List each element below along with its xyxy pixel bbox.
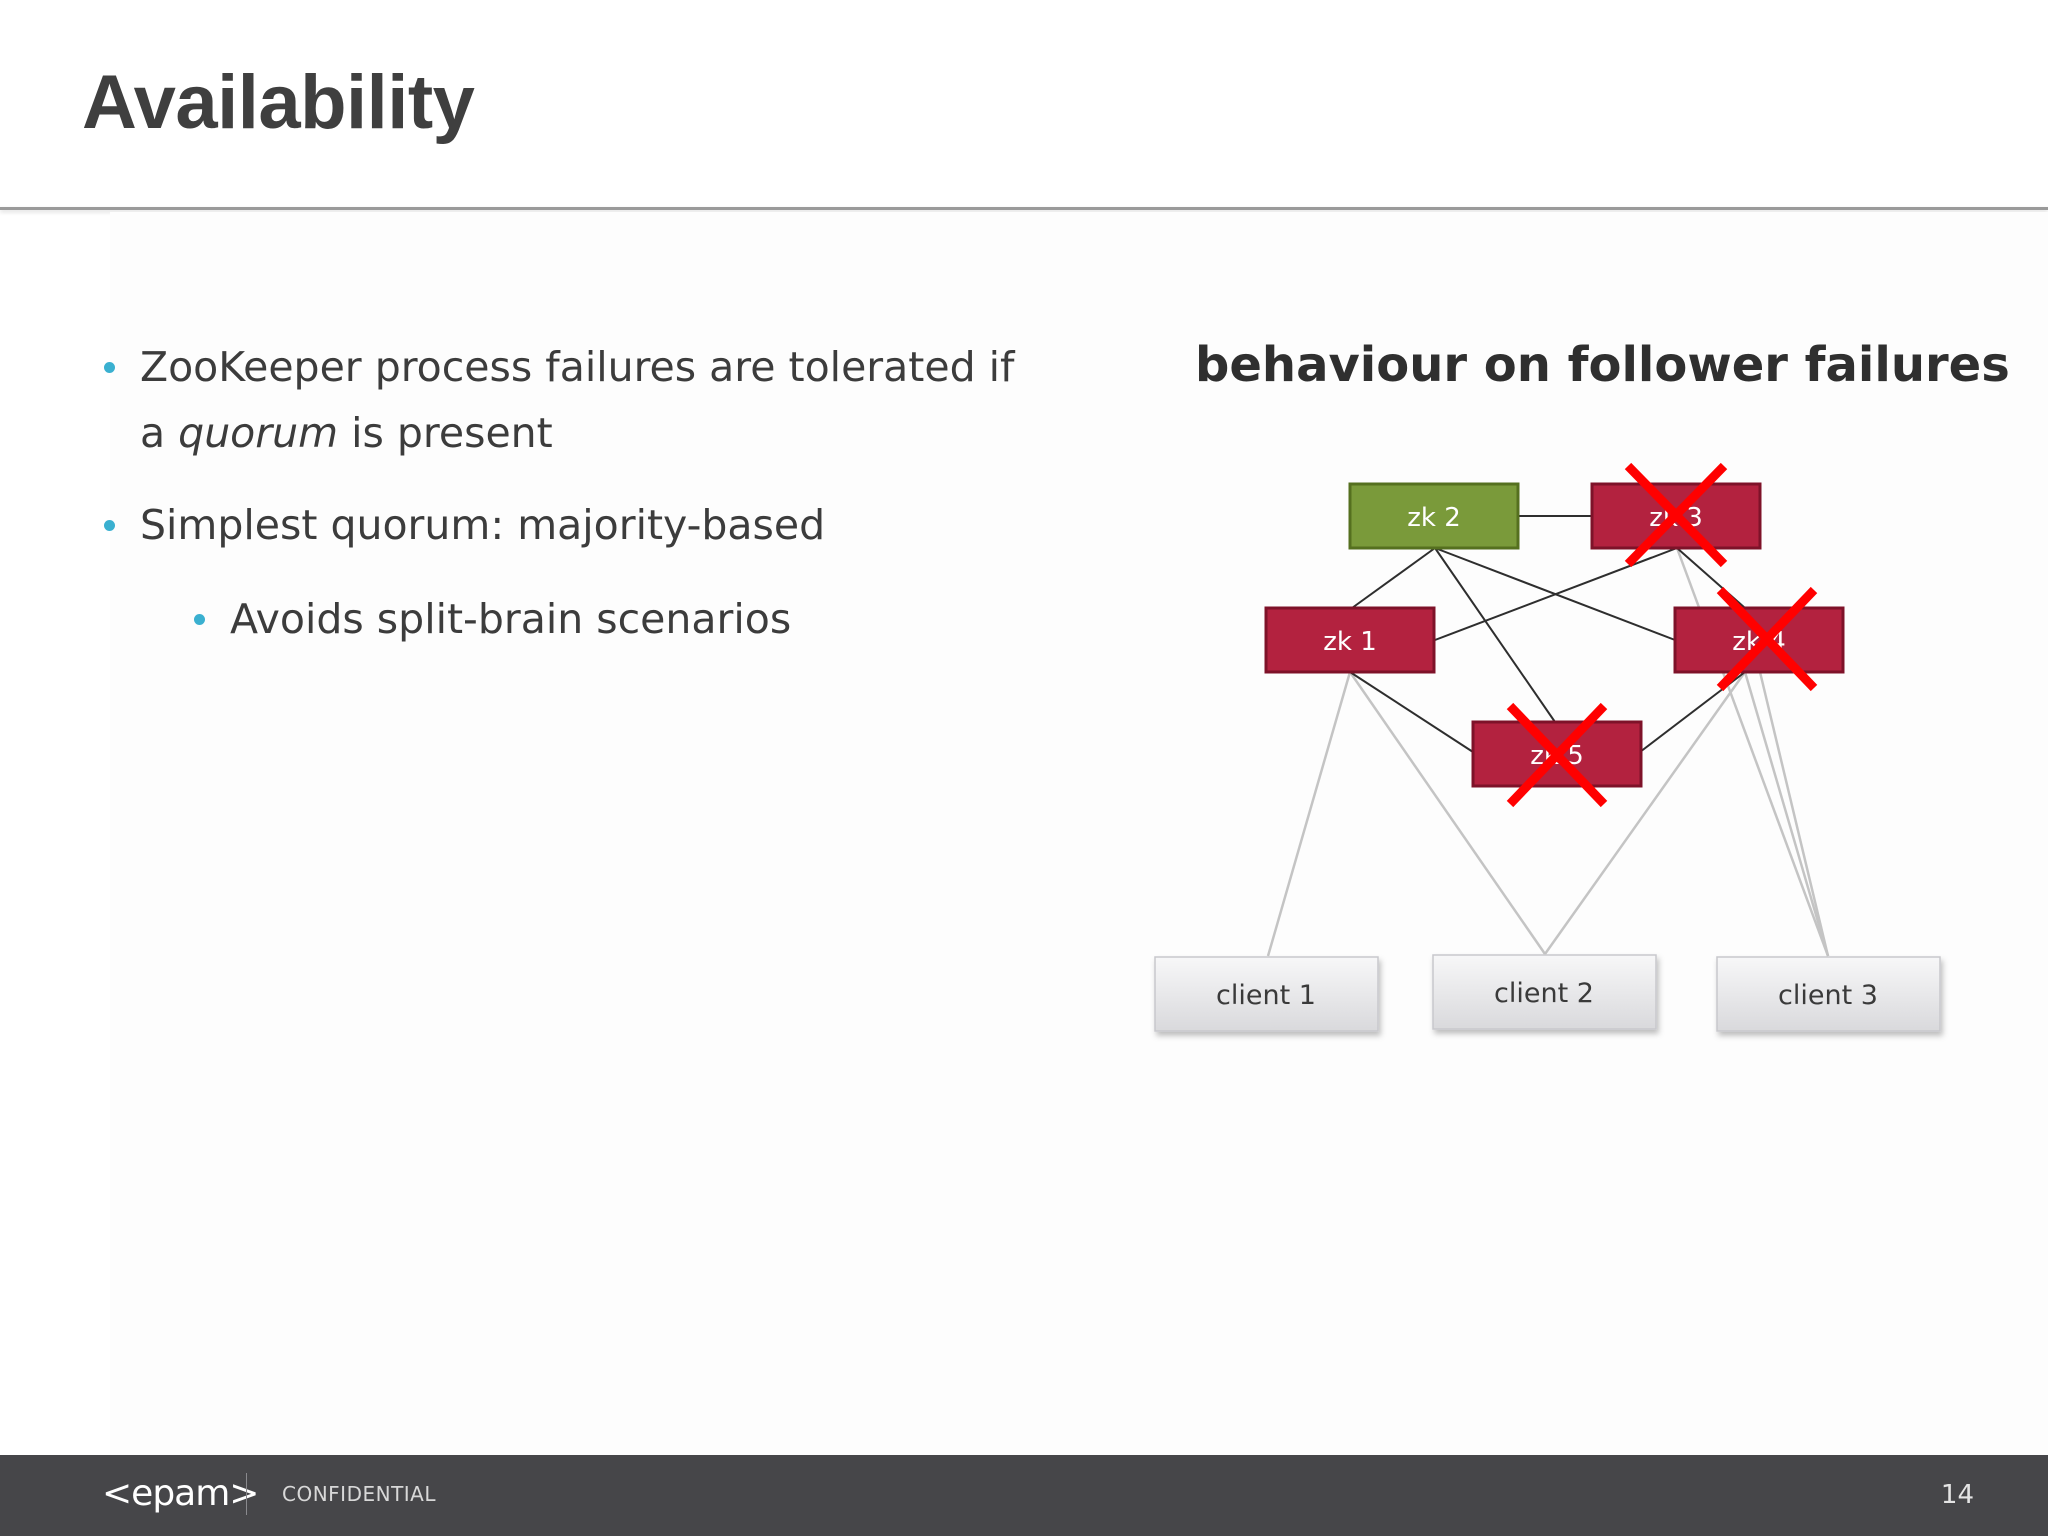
failure-marks [1506,462,1818,808]
header-divider [0,207,2048,210]
edge-zk4-client3 [1743,671,1830,957]
page-number: 14 [1940,1480,1974,1510]
bullet-text-prefix: a [140,409,179,457]
client-2-box [1432,954,1657,1030]
client-3-box [1716,956,1941,1032]
edge-zk1-zk5 [1349,671,1474,753]
bullet-text: Simplest quorum: majority-based [140,501,826,549]
node-zk4: zk 4 [1673,606,1845,674]
client-label: client 1 [1216,980,1316,1011]
edge-zk2-zk5 [1434,547,1556,723]
slide-header: Availability [0,0,2048,208]
edge-zk2-zk1 [1351,547,1436,609]
diagram-title: behaviour on follower failures [1195,337,2010,393]
edge-zk3-zk1 [1434,547,1678,641]
node-zk2-box [1348,482,1520,550]
slide-title: Availability [82,60,475,145]
bullet-item-2: Simplest quorum: majority-based [104,492,826,558]
bullet-dot-icon [104,520,115,531]
content-area [110,212,2048,1455]
epam-logo: <epam> [102,1473,259,1514]
client-1-box [1154,956,1379,1032]
client-2: client 2 [1432,954,1657,1030]
footer-divider [246,1473,247,1515]
bullet-text-emphasis: quorum [178,409,339,457]
node-zk1: zk 1 [1264,606,1436,674]
edge-zk1-client2 [1348,671,1547,955]
bullet-item-1: ZooKeeper process failures are tolerated… [104,334,1060,466]
node-label: zk 1 [1323,627,1377,657]
edge-zk4-client2 [1543,671,1747,955]
bullet-dot-icon [104,362,115,373]
node-zk4-box [1673,606,1845,674]
bullet-dot-icon [194,614,205,625]
bullet-text-line1: ZooKeeper process failures are tolerated… [140,343,1015,391]
bullet-text-suffix: is present [338,409,553,457]
slide-footer: <epam> CONFIDENTIAL 14 [0,1455,2048,1536]
confidential-label: CONFIDENTIAL [282,1482,437,1506]
failure-cross-icon [1506,702,1608,808]
failure-cross-icon [1624,462,1728,568]
node-zk2: zk 2 [1348,482,1520,550]
node-zk1-box [1264,606,1436,674]
failure-cross-icon [1716,586,1818,692]
client-label: client 2 [1494,978,1594,1009]
edge-zk1-client1 [1266,671,1352,957]
bullet-item-3: Avoids split-brain scenarios [194,586,792,652]
client-1: client 1 [1154,956,1379,1032]
bullet-text: Avoids split-brain scenarios [230,595,792,643]
node-label: zk 2 [1407,503,1461,533]
server-mesh [1349,515,1746,753]
client-3: client 3 [1716,956,1941,1032]
edge-zk4-client3b [1758,671,1830,957]
client-label: client 3 [1778,980,1878,1011]
